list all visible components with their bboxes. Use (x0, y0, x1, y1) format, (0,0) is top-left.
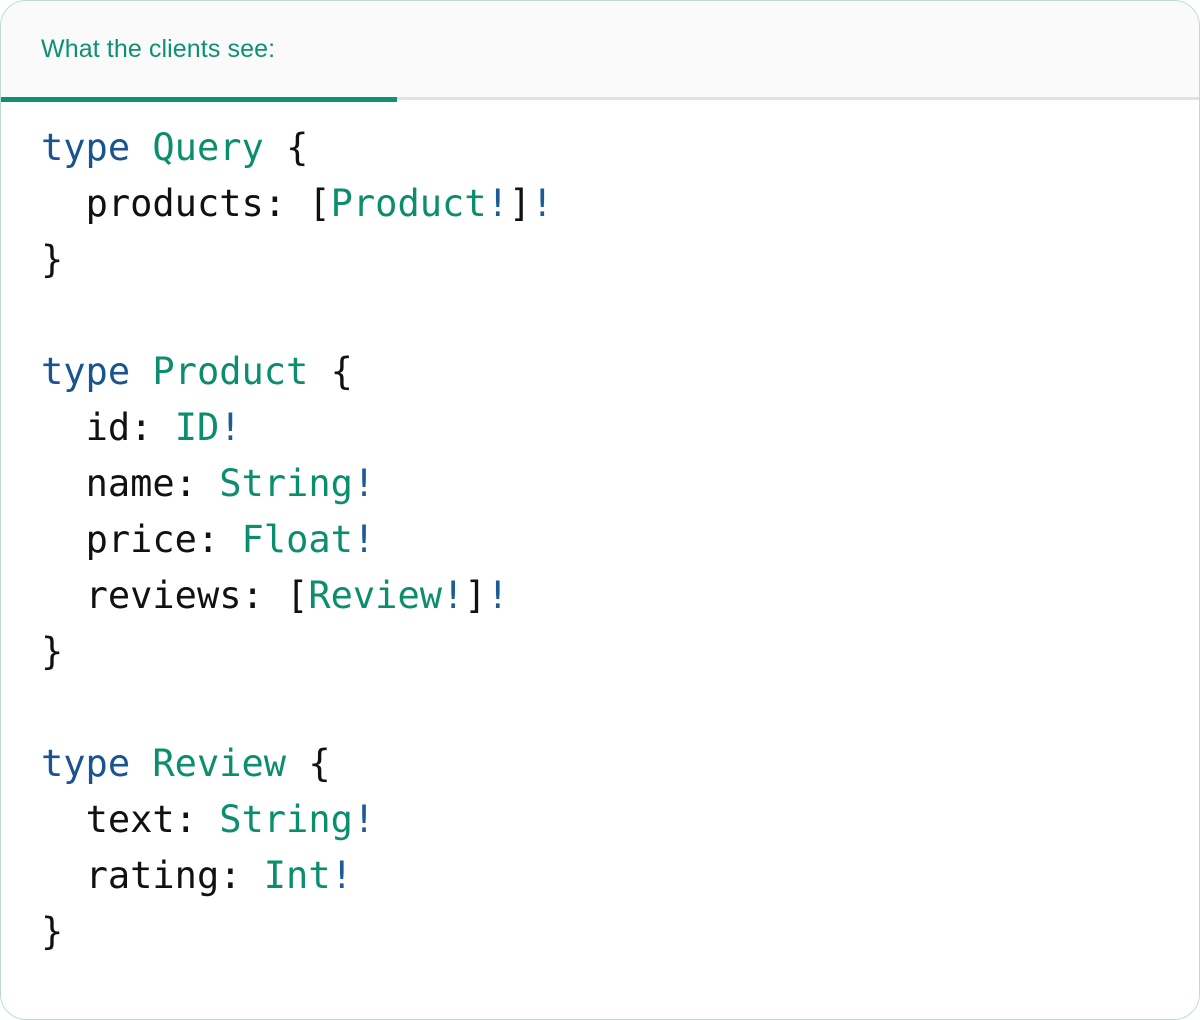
code-token-punct (264, 126, 286, 169)
code-token-type: Float (241, 518, 353, 561)
code-token-kw: type (41, 742, 131, 785)
code-line: products: [Product!]! (41, 176, 1199, 232)
code-token-bang: ! (352, 798, 376, 841)
code-token-punct: { (308, 742, 331, 785)
code-panel[interactable]: type Query { products: [Product!]! } typ… (1, 100, 1199, 1018)
code-token-field: rating (85, 854, 220, 897)
graphql-schema-code: type Query { products: [Product!]! } typ… (41, 120, 1199, 960)
code-line: type Review { (41, 736, 1199, 792)
code-token-bang: ! (352, 462, 376, 505)
code-token-field: reviews (85, 574, 242, 617)
code-token-punct: } (41, 630, 64, 673)
code-token-punct: { (286, 126, 309, 169)
code-token-punct (130, 126, 152, 169)
code-token-punct (41, 406, 86, 449)
code-token-bang: ! (486, 574, 509, 617)
code-token-bang: ! (219, 406, 242, 449)
code-token-bang: ! (442, 574, 465, 617)
code-line: } (41, 904, 1199, 960)
code-line: type Product { (41, 344, 1199, 400)
code-token-punct: ] (464, 574, 487, 617)
code-token-punct: ] (508, 182, 532, 225)
code-token-field: id (85, 406, 131, 449)
code-token-punct (41, 462, 86, 505)
code-token-type: String (219, 462, 353, 505)
code-line: rating: Int! (41, 848, 1199, 904)
code-token-bang: ! (486, 182, 509, 225)
code-token-bang: ! (330, 854, 353, 897)
code-token-type: Product (152, 350, 309, 393)
code-token-type: Int (263, 854, 331, 897)
active-tab-underline (1, 96, 397, 102)
code-line: } (41, 624, 1199, 680)
code-line: name: String! (41, 456, 1199, 512)
code-token-field: price (85, 518, 197, 561)
code-token-punct: [ (286, 574, 309, 617)
code-token-punct: : (241, 574, 287, 617)
code-line: price: Float! (41, 512, 1199, 568)
code-line (41, 288, 1199, 344)
code-line: type Query { (41, 120, 1199, 176)
code-token-punct: [ (308, 182, 331, 225)
tab-label: What the clients see: (41, 34, 276, 63)
code-token-punct: : (196, 518, 242, 561)
code-token-type: Review (308, 574, 442, 617)
code-token-bang: ! (352, 518, 376, 561)
code-token-punct: } (41, 238, 64, 281)
code-token-type: Review (152, 742, 287, 785)
code-token-punct (41, 518, 86, 561)
code-token-punct: } (41, 910, 64, 953)
code-token-kw: type (41, 126, 131, 169)
code-token-type: Product (330, 182, 487, 225)
code-token-field: name (85, 462, 175, 505)
code-token-bang: ! (531, 182, 554, 225)
code-token-punct: : (130, 406, 175, 449)
code-token-punct: : (263, 182, 309, 225)
code-token-punct: : (174, 798, 220, 841)
code-token-punct: : (174, 462, 220, 505)
code-token-kw: type (41, 350, 131, 393)
code-line: reviews: [Review!]! (41, 568, 1199, 624)
code-token-punct: { (330, 350, 353, 393)
code-token-punct (130, 742, 152, 785)
code-token-punct (41, 798, 86, 841)
code-line: } (41, 232, 1199, 288)
code-line: id: ID! (41, 400, 1199, 456)
code-token-punct (308, 350, 330, 393)
tab-what-the-clients-see[interactable]: What the clients see: (1, 1, 397, 102)
code-token-type: ID (174, 406, 220, 449)
code-token-field: text (85, 798, 175, 841)
code-token-punct (286, 742, 308, 785)
code-token-punct (41, 854, 86, 897)
code-line (41, 680, 1199, 736)
code-line: text: String! (41, 792, 1199, 848)
tab-bar: What the clients see: (1, 1, 1199, 102)
code-token-punct (41, 574, 86, 617)
code-token-punct (130, 350, 152, 393)
code-token-type: String (219, 798, 353, 841)
code-token-punct: : (219, 854, 264, 897)
code-token-field: products (85, 182, 264, 225)
code-token-type: Query (152, 126, 264, 169)
code-token-punct (41, 182, 86, 225)
